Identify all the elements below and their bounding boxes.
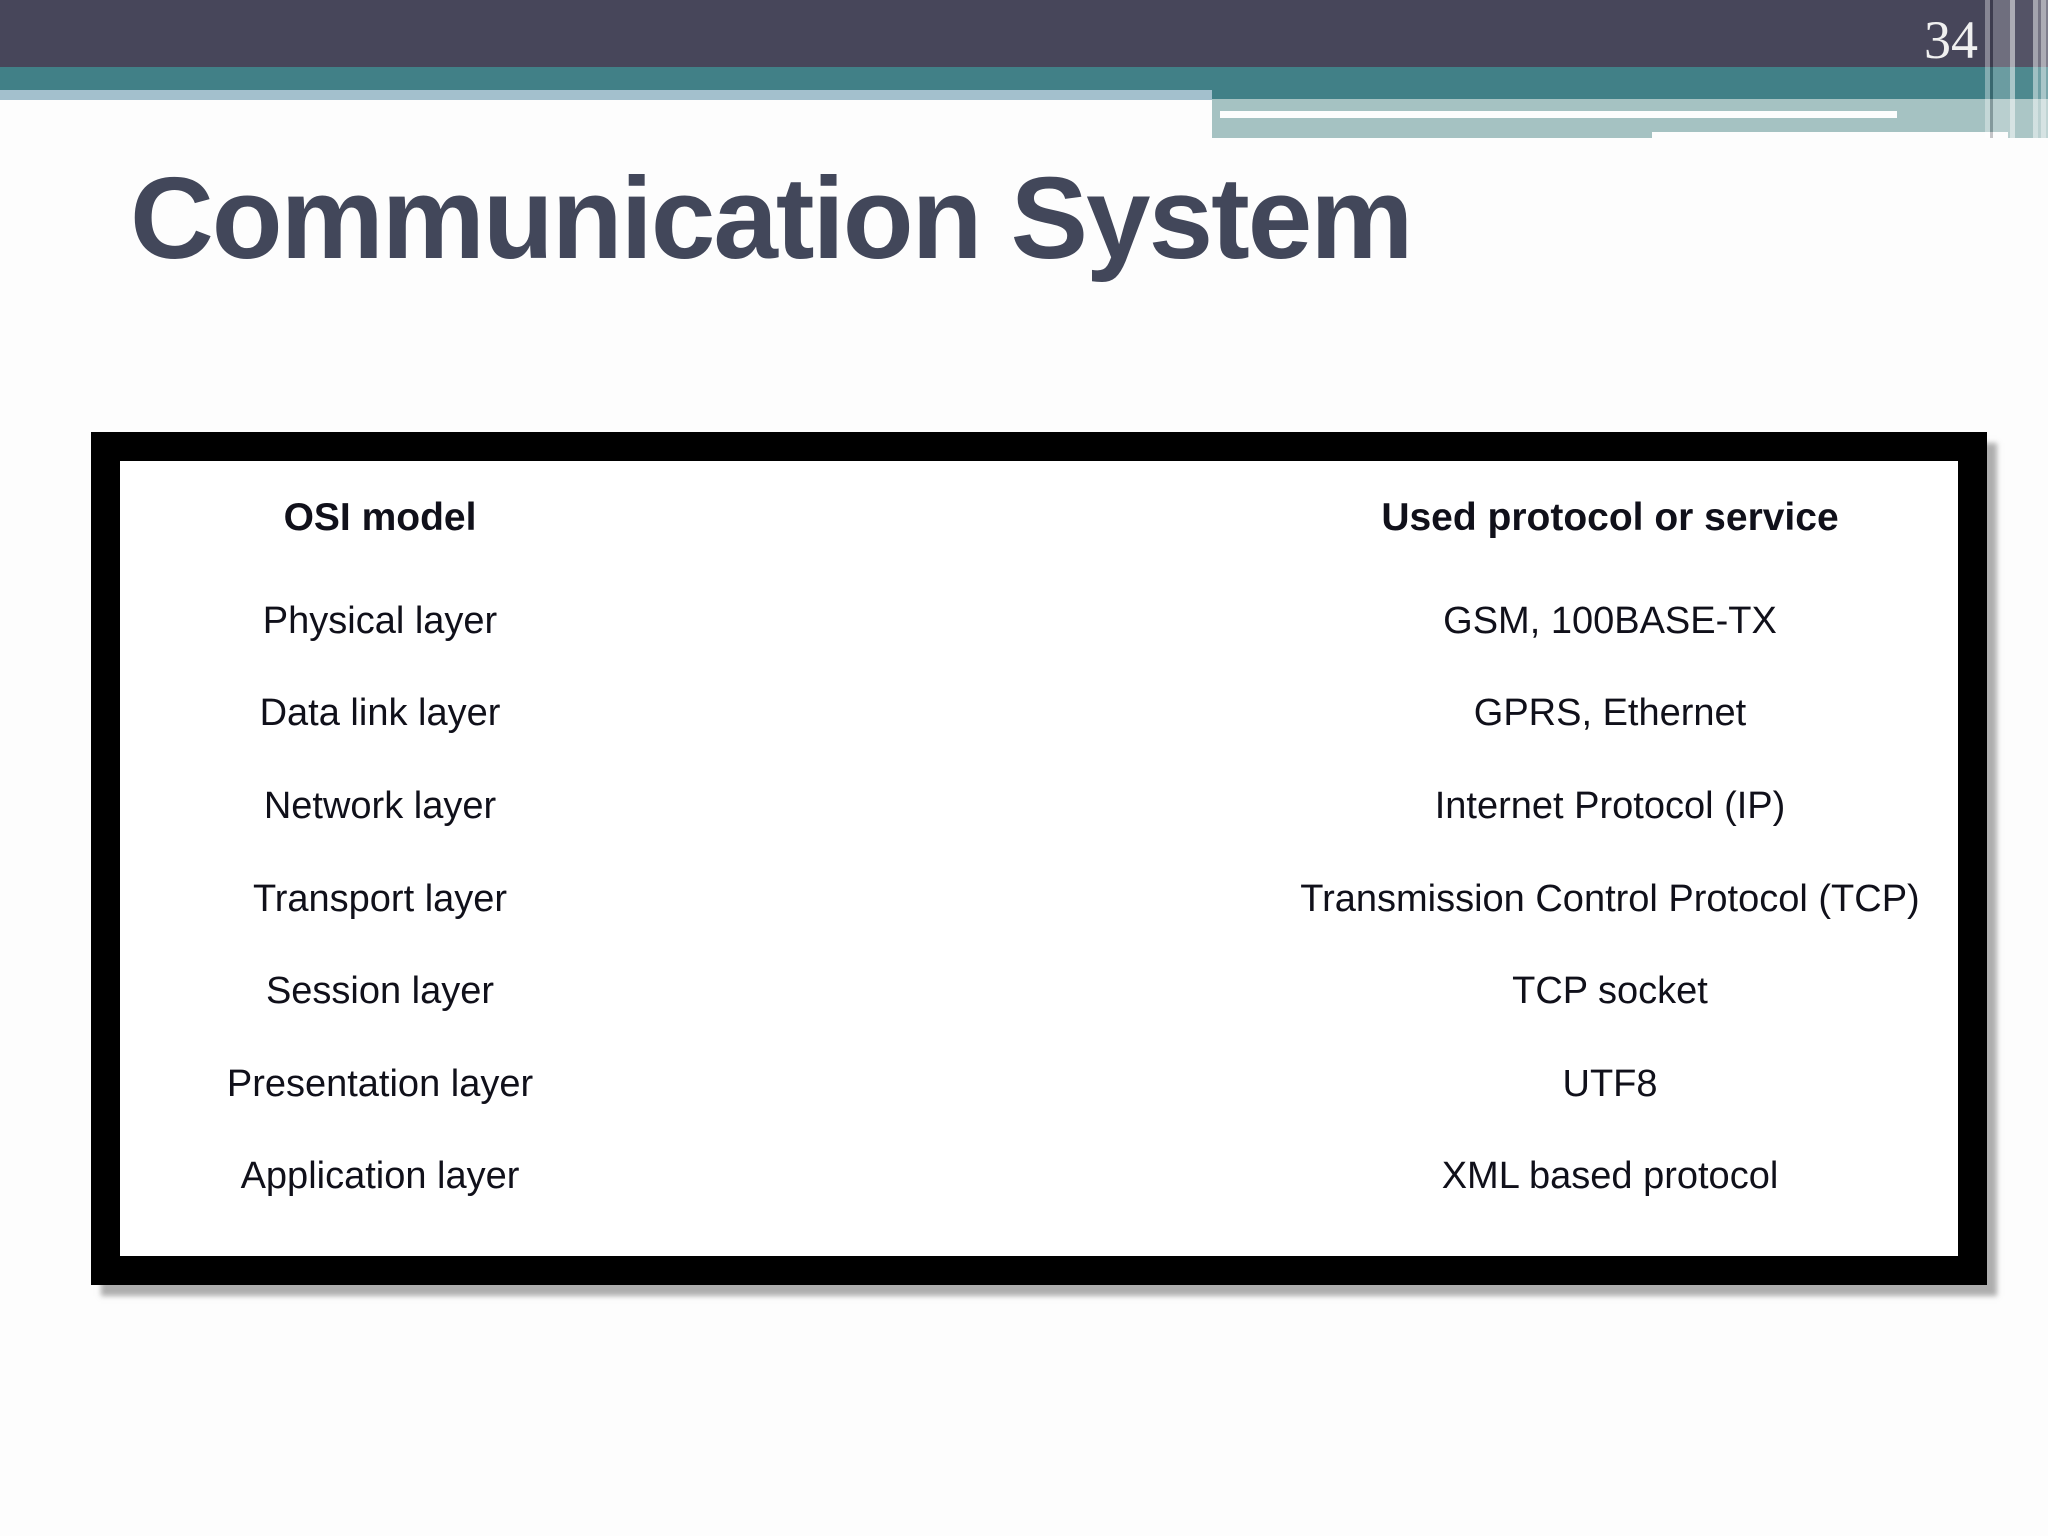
cell-protocol: XML based protocol: [1441, 1155, 1779, 1197]
cell-layer: Data link layer: [259, 692, 501, 734]
cell-protocol: TCP socket: [1512, 970, 1708, 1012]
cell-layer: Transport layer: [252, 878, 508, 920]
table-row: Physical layer GSM, 100BASE-TX: [0, 598, 2048, 644]
cell-layer: Application layer: [240, 1155, 520, 1197]
header-white-stripe: [1220, 111, 1897, 118]
cell-protocol: Internet Protocol (IP): [1434, 785, 1786, 827]
table-row: Application layer XML based protocol: [0, 1153, 2048, 1199]
cell-protocol: Transmission Control Protocol (TCP): [1300, 878, 1920, 920]
header-dark-bar: [0, 0, 2048, 67]
cell-protocol: UTF8: [1562, 1063, 1658, 1105]
table-header-row: OSI model Used protocol or service: [0, 495, 2048, 541]
table-row: Data link layer GPRS, Ethernet: [0, 690, 2048, 736]
page-number: 34: [1924, 10, 1978, 70]
header-vertical-stripes: [1985, 0, 2048, 138]
cell-protocol: GSM, 100BASE-TX: [1443, 600, 1777, 642]
cell-layer: Presentation layer: [226, 1063, 534, 1105]
page-title: Communication System: [130, 153, 1413, 283]
cell-protocol: GPRS, Ethernet: [1473, 692, 1747, 734]
cell-layer: Physical layer: [262, 600, 498, 642]
cell-layer: Network layer: [263, 785, 497, 827]
column-header-used-protocol: Used protocol or service: [1381, 496, 1839, 539]
table-row: Session layer TCP socket: [0, 968, 2048, 1014]
osi-protocol-table: [91, 432, 1987, 1285]
table-row: Presentation layer UTF8: [0, 1061, 2048, 1107]
table-row: Transport layer Transmission Control Pro…: [0, 876, 2048, 922]
cell-layer: Session layer: [265, 970, 495, 1012]
header-lightblue-bar: [0, 90, 1212, 100]
column-header-osi-model: OSI model: [283, 496, 477, 539]
table-row: Network layer Internet Protocol (IP): [0, 783, 2048, 829]
